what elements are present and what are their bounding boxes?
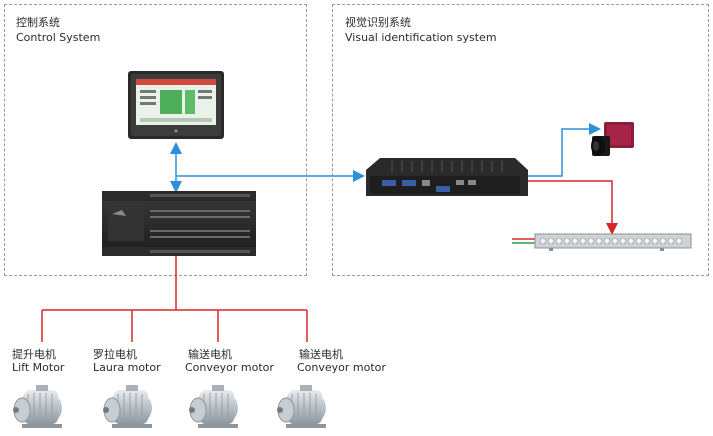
industrial-camera-icon [591,122,634,156]
vision-system-title-cn: 视觉识别系统 [345,16,411,29]
conveyor-motor-1-label-en: Conveyor motor [185,361,274,374]
control-system-box [4,4,307,276]
laura-motor-label-en: Laura motor [93,361,161,374]
control-system-title-cn: 控制系统 [16,16,60,29]
lift-motor-label-en: Lift Motor [12,361,65,374]
conveyor-motor-1-label-cn: 输送电机 [188,348,232,361]
ipc-camera-signal-line [528,123,601,177]
conveyor-motor-1-icon [189,385,238,428]
laura-motor-label-cn: 罗拉电机 [93,348,137,361]
lift-motor-label-cn: 提升电机 [12,348,56,361]
power-wires [41,180,618,342]
conveyor-motor-2-icon [277,385,326,428]
plc-controller-icon [102,191,256,256]
ipc-light-power-line [528,180,618,235]
lift-motor-icon [13,385,62,428]
conveyor-motor-2-label-cn: 输送电机 [299,348,343,361]
control-system-title-en: Control System [16,31,101,44]
conveyor-motor-2-label-en: Conveyor motor [297,361,386,374]
vision-system-box [332,4,709,276]
industrial-pc-icon [366,158,528,196]
touch-screen-hmi-icon [128,71,224,139]
laura-motor-icon [103,385,152,428]
vision-system-title-en: Visual identification system [345,31,497,44]
led-light-bar-icon [512,233,692,251]
signal-wires [170,123,601,193]
